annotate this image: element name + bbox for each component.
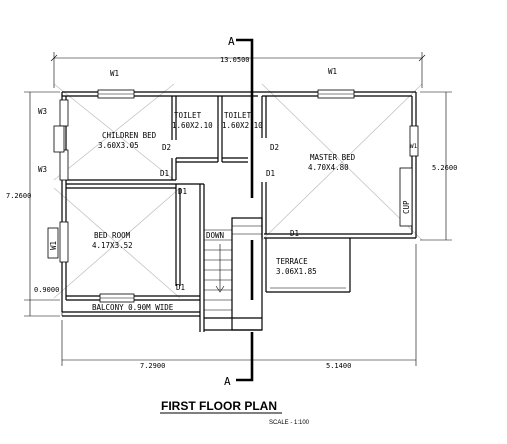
window-label-w1-top-left: W1 — [110, 69, 119, 78]
room-toilet1-size: 1.60X2.10 — [172, 121, 213, 130]
window-label-w3-lower: W3 — [38, 165, 47, 174]
section-marker-top: A — [228, 35, 235, 48]
windows — [47, 89, 419, 303]
cupboard-label: CUP — [402, 200, 411, 214]
room-children-bed-size: 3.60X3.05 — [98, 141, 139, 150]
room-terrace-name: TERRACE — [276, 257, 308, 266]
room-toilet1-name: TOILET — [174, 111, 202, 120]
room-master-bed-size: 4.70X4.80 — [308, 163, 349, 172]
door-label-d1-terrace: D1 — [290, 229, 299, 238]
door-label-d2-right: D2 — [270, 143, 279, 152]
dimension-lines — [24, 52, 452, 366]
stair-down-label: DOWN — [206, 231, 224, 240]
door-label-d1-children: D1 — [160, 169, 169, 178]
dim-left-height: 7.2600 — [6, 192, 31, 200]
section-line — [236, 38, 254, 382]
door-label-d1-master: D1 — [266, 169, 275, 178]
window-label-w3-upper: W3 — [38, 107, 47, 116]
window-label-w1-top-right: W1 — [328, 67, 337, 76]
room-toilet2-name: TOILET — [224, 111, 252, 120]
room-bed-room-size: 4.17X3.52 — [92, 241, 133, 250]
room-toilet2-size: 1.60X2.10 — [222, 121, 263, 130]
window-label-w1-left: W1 — [49, 241, 58, 250]
door-label-d1-corridor: D1 — [178, 187, 187, 196]
door-label-d2-left: D2 — [162, 143, 171, 152]
room-diagonals — [53, 83, 423, 299]
dim-right-height: 5.2600 — [432, 164, 457, 172]
room-children-bed-name: CHILDREN BED — [102, 131, 157, 140]
door-label-d1-balcony: D1 — [176, 283, 185, 292]
dim-bottom-left: 7.2900 — [140, 362, 165, 370]
dim-balcony-depth: 0.9000 — [34, 286, 59, 294]
section-marker-bottom: A — [224, 375, 231, 388]
room-balcony-name: BALCONY 0.90M WIDE — [92, 303, 174, 312]
drawing-scale: SCALE - 1:100 — [269, 420, 310, 426]
dim-overall-width: 13.0500 — [220, 56, 250, 64]
room-terrace-size: 3.06X1.85 — [276, 267, 317, 276]
room-master-bed-name: MASTER BED — [310, 153, 356, 162]
drawing-title: FIRST FLOOR PLAN — [161, 399, 277, 413]
room-bed-room-name: BED ROOM — [94, 231, 131, 240]
dim-bottom-right: 5.1400 — [326, 362, 351, 370]
stair-treads — [204, 225, 262, 311]
window-label-w1-right: W1 — [410, 143, 418, 150]
